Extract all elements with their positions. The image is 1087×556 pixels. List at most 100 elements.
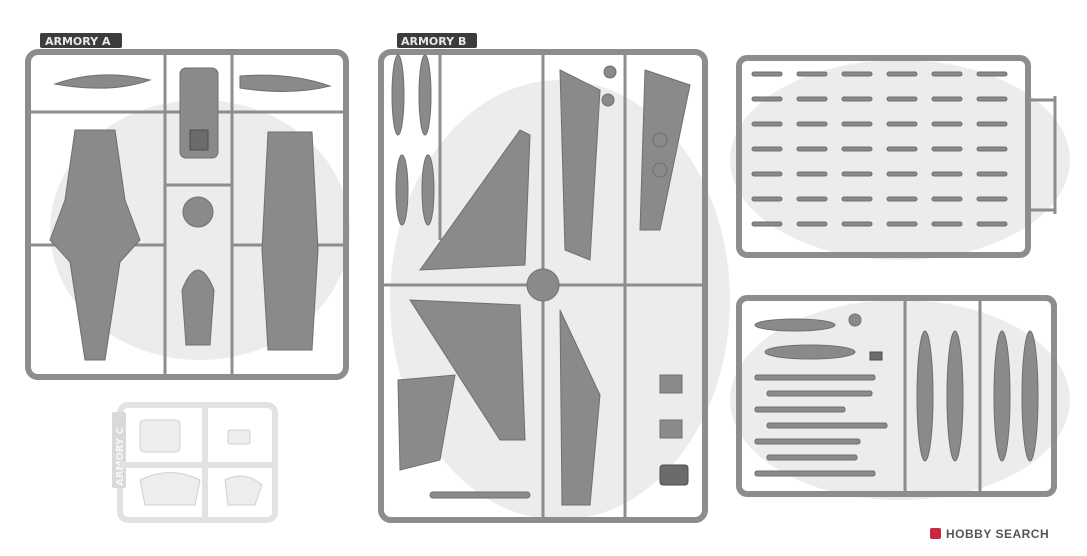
sprue-b-part xyxy=(395,154,409,226)
sprue-e-rail xyxy=(766,390,873,397)
sprue-d-missile xyxy=(796,196,828,202)
sprue-b-part xyxy=(652,162,668,178)
sprue-e-rail xyxy=(754,470,876,477)
watermark: HOBBY SEARCH xyxy=(930,527,1049,541)
sprue-b-part xyxy=(603,65,617,79)
sprue-d-missile xyxy=(976,146,1008,152)
sprue-d-missile xyxy=(886,96,918,102)
sprue-d-missile xyxy=(841,171,873,177)
sprue-a-label: ARMORY A xyxy=(45,35,111,48)
sprue-b-part xyxy=(659,374,683,394)
sprue-e-pod xyxy=(764,344,856,360)
sprue-b-part xyxy=(601,93,615,107)
sprue-a-frame xyxy=(25,49,349,380)
sprue-e-frame xyxy=(736,295,1057,497)
sprue-e-rail xyxy=(754,438,861,445)
sprue-d-missile xyxy=(841,71,873,77)
sprue-d-missile xyxy=(751,96,783,102)
sprue-d-missiles xyxy=(751,71,1008,227)
sprue-d-missile xyxy=(886,71,918,77)
sprue-e-part xyxy=(848,313,862,327)
sprue-d-missile xyxy=(931,221,963,227)
sprue-d-missile xyxy=(886,221,918,227)
sprue-c-canopy xyxy=(224,475,263,506)
sprue-d-missile xyxy=(841,121,873,127)
sprue-d-missile xyxy=(931,71,963,77)
sprue-b-part xyxy=(659,419,683,439)
sprue-d-missile xyxy=(841,96,873,102)
sprue-d-missile xyxy=(796,221,828,227)
sprue-b-part xyxy=(409,299,526,441)
sprue-b-part xyxy=(418,54,432,136)
sprue-d-missile xyxy=(931,171,963,177)
sprue-d-missile xyxy=(751,171,783,177)
sprue-d-missile xyxy=(886,171,918,177)
sprue-b-part xyxy=(659,464,689,486)
sprue-d-missile xyxy=(841,146,873,152)
sprue-d-missile xyxy=(796,121,828,127)
sprue-e-rail xyxy=(766,454,858,461)
sprue-c-part xyxy=(139,419,181,453)
sprue-a-tag xyxy=(40,33,122,48)
sprue-d-missile xyxy=(886,121,918,127)
watermark-text: HOBBY SEARCH xyxy=(946,527,1049,541)
sprue-a-part xyxy=(182,196,214,228)
sprue-e-rail xyxy=(754,374,876,381)
sprue-c: ARMORY C xyxy=(112,402,278,523)
sprue-c-label: ARMORY C xyxy=(115,427,126,486)
sprue-d-missile xyxy=(976,71,1008,77)
sprue-d-missile xyxy=(976,96,1008,102)
sprue-a-part xyxy=(53,74,152,89)
sprue-b-part xyxy=(652,132,668,148)
sprue-b-part xyxy=(391,54,405,136)
sprue-c-canopy xyxy=(139,472,201,506)
sprue-d-missile xyxy=(976,121,1008,127)
sprue-c-part xyxy=(227,429,251,445)
sprue-d-missile xyxy=(841,196,873,202)
sprue-d-missile xyxy=(886,146,918,152)
sprue-e-rails xyxy=(754,374,888,477)
sprue-e-tank xyxy=(916,330,934,462)
sprue-e-rail xyxy=(754,406,846,413)
sprue-d-missile xyxy=(751,221,783,227)
sprue-d-missile xyxy=(931,96,963,102)
sprue-d-missile xyxy=(976,221,1008,227)
sprue-e xyxy=(736,295,1057,497)
sprue-a-part xyxy=(189,129,209,151)
sprue-a-part xyxy=(181,269,215,346)
sprue-b-hub xyxy=(526,268,560,302)
sprue-d-missile xyxy=(796,171,828,177)
sprue-e-rail xyxy=(766,422,888,429)
sprue-d-missile xyxy=(796,146,828,152)
sprue-d-missile xyxy=(841,221,873,227)
sprue-d-missile xyxy=(886,196,918,202)
sprue-d-missile xyxy=(976,196,1008,202)
sprue-e-tank xyxy=(946,330,964,462)
sprue-e-tank xyxy=(1021,330,1039,462)
sprue-b-part xyxy=(397,374,456,471)
sprue-d-missile xyxy=(751,146,783,152)
sprue-b-part xyxy=(429,491,531,499)
sprue-d-missile xyxy=(976,171,1008,177)
sprue-b-tag xyxy=(397,33,477,48)
sprue-d-missile xyxy=(796,96,828,102)
sprue-e-tank xyxy=(993,330,1011,462)
sprue-d-missile xyxy=(751,121,783,127)
sprue-d-missile xyxy=(931,121,963,127)
sprue-e-pod xyxy=(754,318,836,332)
sprue-b-part xyxy=(639,69,691,231)
sprue-e-part xyxy=(869,351,883,361)
sprue-a-part xyxy=(239,74,332,93)
sprue-a-part xyxy=(261,131,319,351)
sprue-d-missile xyxy=(751,196,783,202)
sprue-b: ARMORY B xyxy=(378,33,708,523)
hobby-search-logo-icon xyxy=(930,528,941,539)
sprue-b-part xyxy=(559,69,601,261)
sprue-c-tag xyxy=(112,412,126,488)
sprue-d-missile xyxy=(751,71,783,77)
sprue-d-missile xyxy=(931,196,963,202)
sprue-d-missile xyxy=(796,71,828,77)
sprue-a: ARMORY A xyxy=(25,33,349,380)
sprue-a-part xyxy=(49,129,141,361)
